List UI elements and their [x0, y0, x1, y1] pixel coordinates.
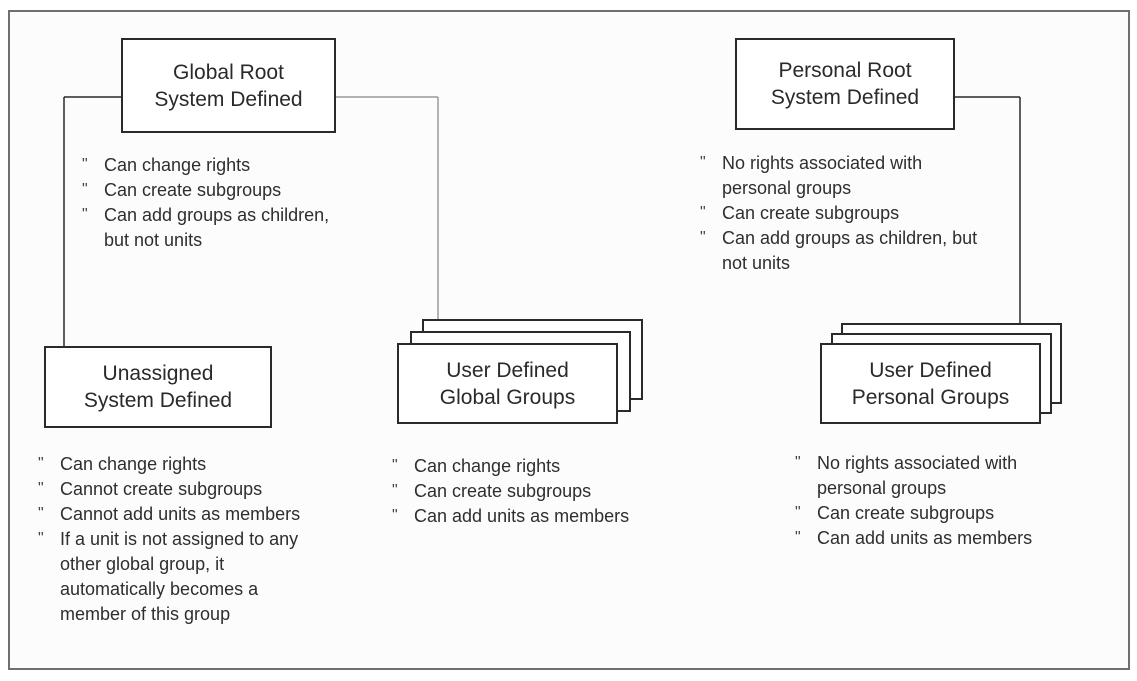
- note-item: " Can create subgroups: [82, 178, 329, 203]
- node-personal-root-line-1: Personal Root: [778, 59, 912, 82]
- note-item: " Can create subgroups: [700, 201, 977, 226]
- bullet-mark-icon: ": [700, 204, 706, 221]
- note-text: Can add groups as children,: [104, 205, 330, 225]
- note-text: No rights associated with: [817, 453, 1018, 473]
- note-text: Cannot create subgroups: [60, 479, 263, 499]
- bullet-mark-icon: ": [795, 529, 801, 546]
- notes-global-root: " Can change rights " Can create subgrou…: [82, 153, 329, 253]
- node-global-root-line-2: System Defined: [154, 87, 303, 111]
- note-text: not units: [722, 253, 791, 273]
- note-item: " Can add groups as children, but not un…: [700, 226, 977, 276]
- node-global-root: Global Root System Defined: [121, 38, 336, 133]
- bullet-mark-icon: ": [795, 504, 801, 521]
- note-text: Can create subgroups: [414, 481, 592, 501]
- note-text: Can create subgroups: [104, 180, 282, 200]
- note-item: " Can change rights: [392, 454, 629, 479]
- bullet-mark-icon: ": [795, 454, 801, 471]
- node-user-global: User Defined Global Groups: [397, 343, 618, 424]
- note-text: personal groups: [722, 178, 852, 198]
- note-item: " If a unit is not assigned to any other…: [38, 527, 300, 627]
- note-item: " No rights associated with personal gro…: [795, 451, 1032, 501]
- note-text: Can add groups as children, but: [722, 228, 978, 248]
- note-text: Can change rights: [104, 155, 251, 175]
- notes-user-personal: " No rights associated with personal gro…: [795, 451, 1032, 551]
- note-text: Can add units as members: [817, 528, 1033, 548]
- node-user-personal-line-2: Personal Groups: [851, 385, 1010, 409]
- note-item: " Can add groups as children, but not un…: [82, 203, 329, 253]
- bullet-mark-icon: ": [700, 229, 706, 246]
- note-item: " Can create subgroups: [392, 479, 629, 504]
- note-item: " Cannot create subgroups: [38, 477, 300, 502]
- note-text: Cannot add units as members: [60, 504, 301, 524]
- note-text: If a unit is not assigned to any: [60, 529, 299, 549]
- note-text: Can create subgroups: [817, 503, 995, 523]
- node-user-global-line-2: Global Groups: [439, 385, 576, 409]
- bullet-mark-icon: ": [38, 480, 44, 497]
- notes-user-global: " Can change rights " Can create subgrou…: [392, 454, 629, 529]
- bullet-mark-icon: ": [82, 156, 88, 173]
- note-item: " Cannot add units as members: [38, 502, 300, 527]
- note-text: No rights associated with: [722, 153, 923, 173]
- note-item: " Can create subgroups: [795, 501, 1032, 526]
- notes-unassigned: " Can change rights " Cannot create subg…: [38, 452, 300, 627]
- note-item: " Can change rights: [82, 153, 329, 178]
- bullet-mark-icon: ": [392, 457, 398, 474]
- note-item: " Can change rights: [38, 452, 300, 477]
- bullet-mark-icon: ": [38, 530, 44, 547]
- bullet-mark-icon: ": [700, 154, 706, 171]
- note-text: automatically becomes a: [60, 579, 259, 599]
- node-user-personal: User Defined Personal Groups: [820, 343, 1041, 424]
- bullet-mark-icon: ": [38, 455, 44, 472]
- notes-personal-root: " No rights associated with personal gro…: [700, 151, 977, 276]
- note-text: Can add units as members: [414, 506, 630, 526]
- node-personal-root: Personal Root System Defined: [735, 38, 955, 130]
- node-global-root-line-1: Global Root: [173, 60, 284, 84]
- bullet-mark-icon: ": [82, 181, 88, 198]
- note-item: " Can add units as members: [795, 526, 1032, 551]
- node-unassigned-line-2: System Defined: [83, 389, 233, 412]
- node-user-global-line-1: User Defined: [446, 358, 569, 382]
- note-text: Can change rights: [60, 454, 207, 474]
- note-text: personal groups: [817, 478, 947, 498]
- bullet-mark-icon: ": [392, 482, 398, 499]
- note-text: other global group, it: [60, 554, 225, 574]
- node-unassigned-line-1: Unassigned: [102, 362, 214, 385]
- note-item: " Can add units as members: [392, 504, 629, 529]
- node-personal-root-line-2: System Defined: [770, 86, 920, 109]
- note-text: but not units: [104, 230, 203, 250]
- bullet-mark-icon: ": [392, 507, 398, 524]
- bullet-mark-icon: ": [38, 505, 44, 522]
- node-user-personal-line-1: User Defined: [869, 358, 992, 382]
- node-unassigned: Unassigned System Defined: [44, 346, 272, 428]
- note-text: Can create subgroups: [722, 203, 900, 223]
- note-text: Can change rights: [414, 456, 561, 476]
- bullet-mark-icon: ": [82, 206, 88, 223]
- note-item: " No rights associated with personal gro…: [700, 151, 977, 201]
- note-text: member of this group: [60, 604, 231, 624]
